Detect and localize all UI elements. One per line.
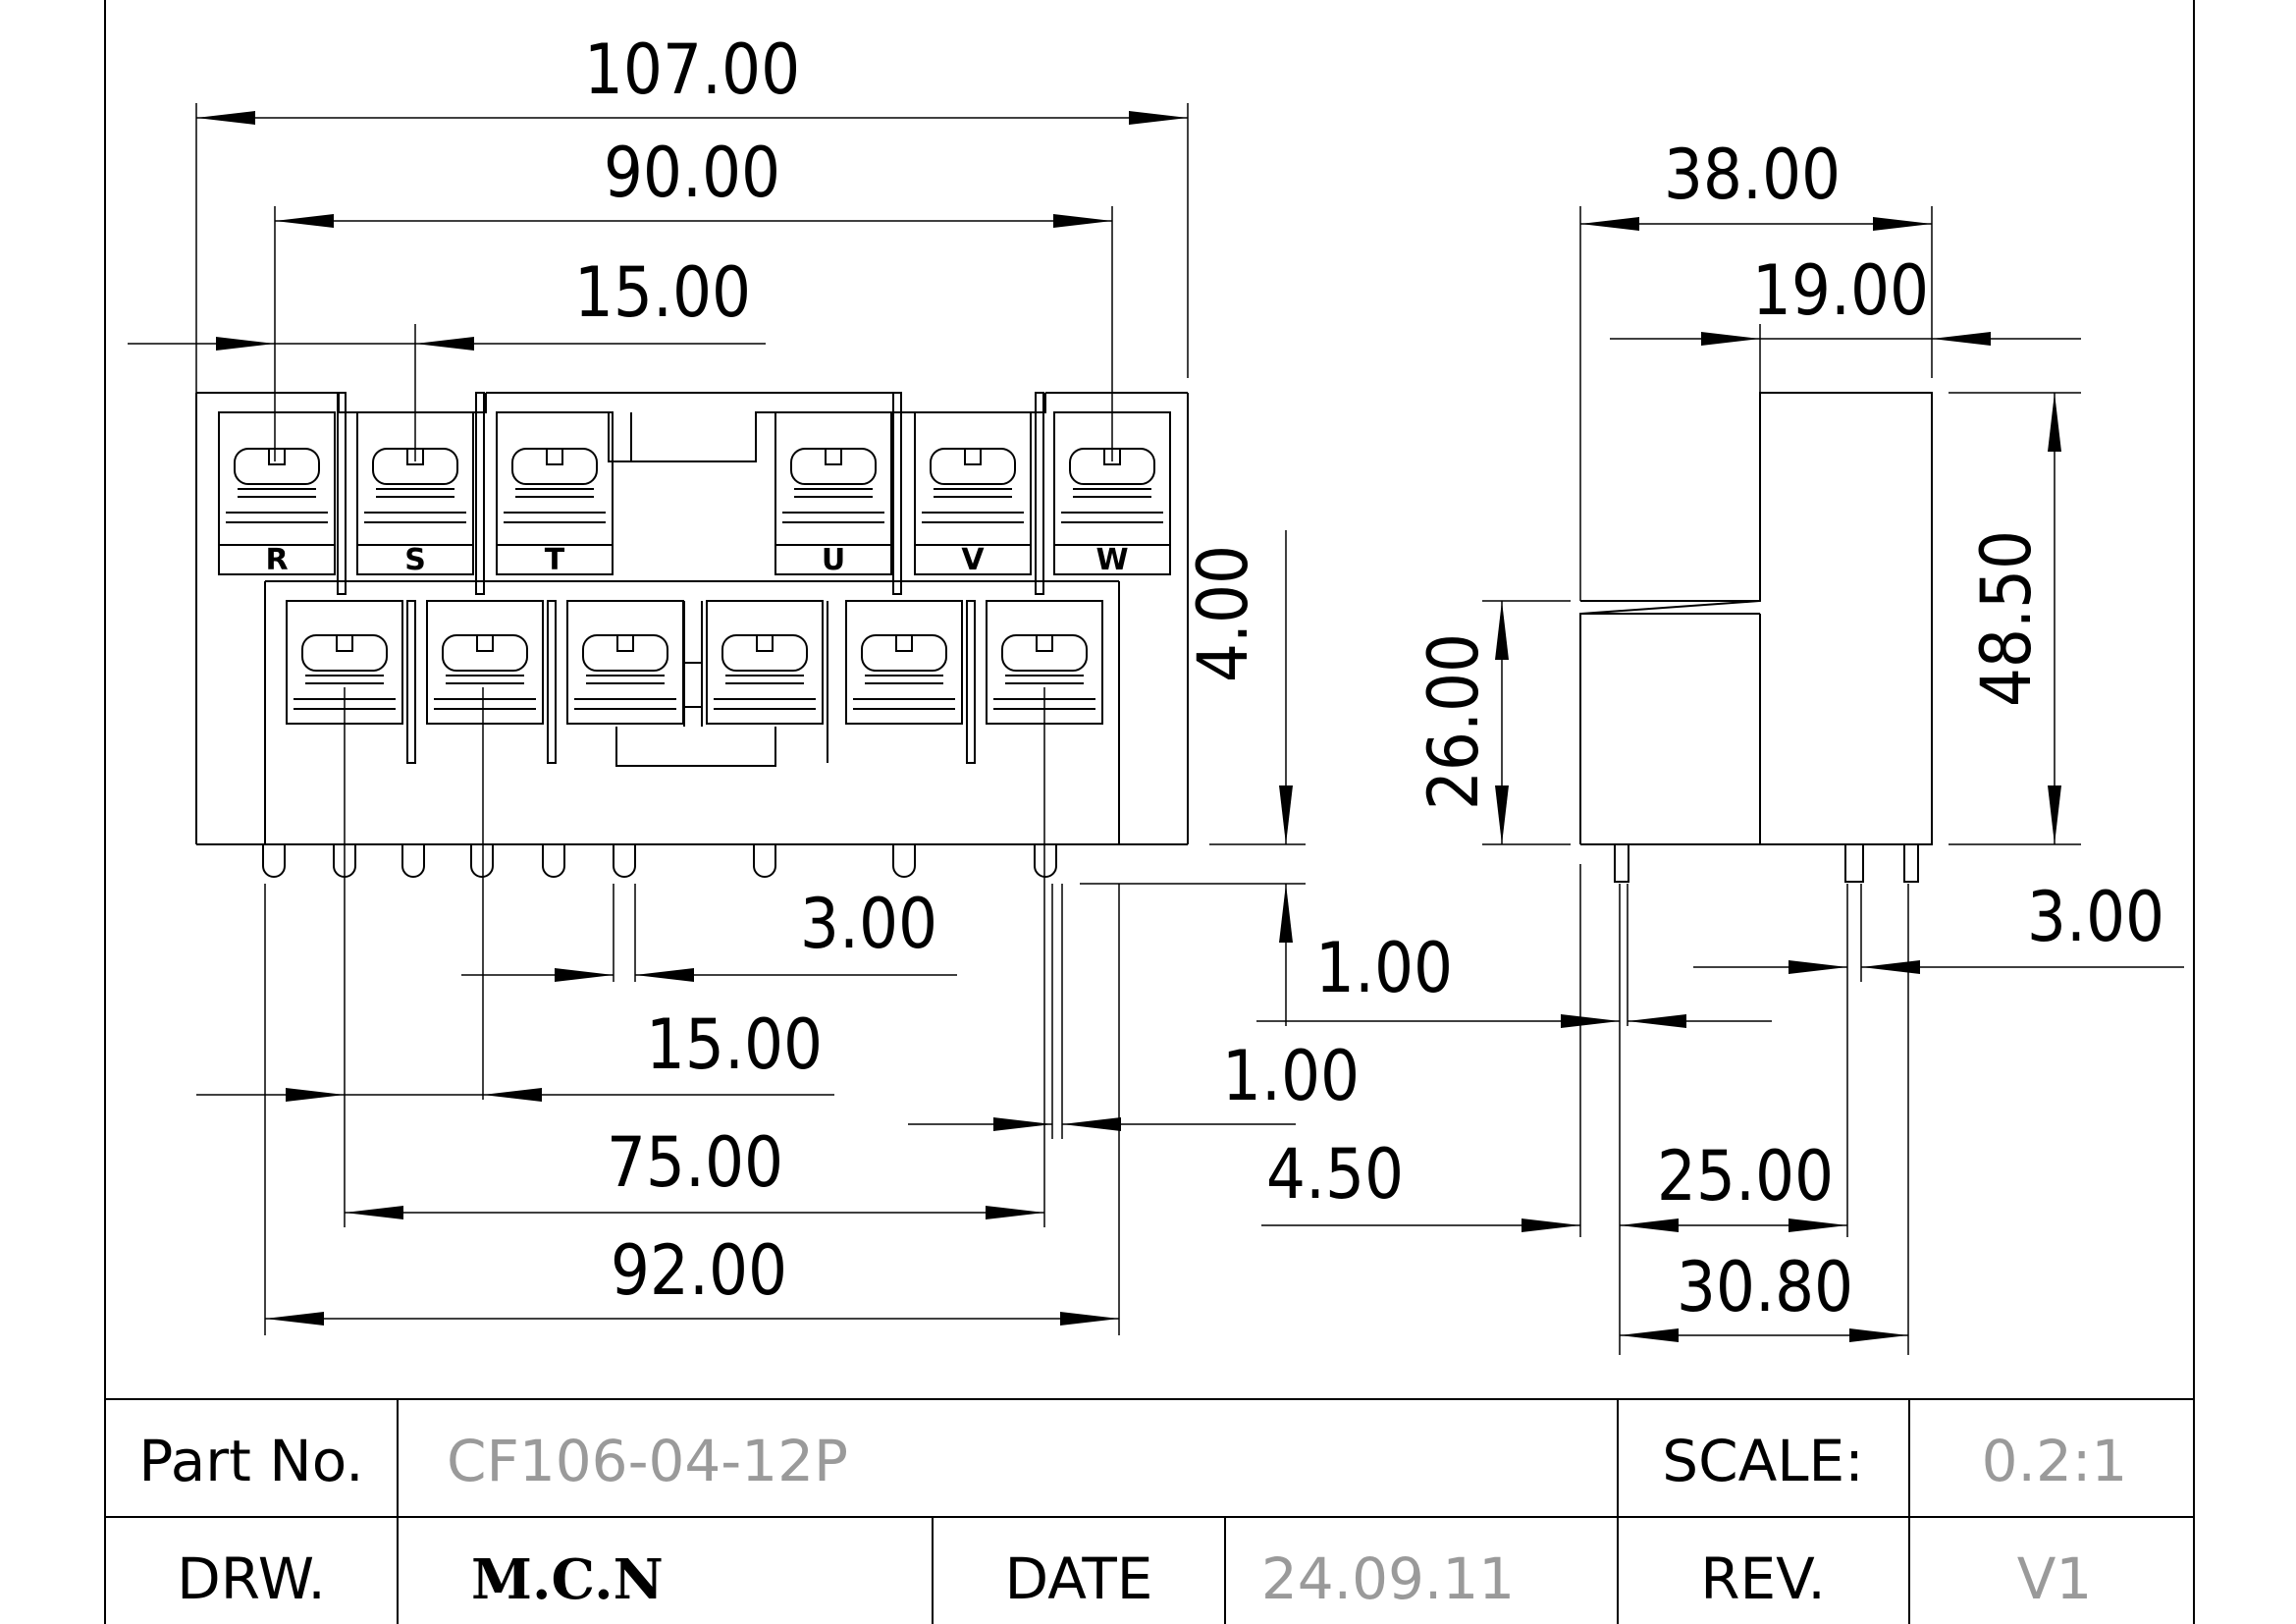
terminal-label-r: R	[265, 543, 288, 577]
terminal-label-u: U	[822, 543, 845, 577]
date-label: DATE	[1005, 1545, 1153, 1612]
drw-value: M.C.N	[471, 1547, 664, 1612]
dim-30-8: 30.80	[1677, 1247, 1853, 1327]
dim-92: 92.00	[611, 1230, 787, 1311]
date-value: 24.09.11	[1261, 1545, 1515, 1612]
dim-48-5: 48.50	[1966, 530, 2047, 707]
scale-value: 0.2:1	[1982, 1428, 2128, 1494]
dim-3-side: 3.00	[2027, 877, 2164, 957]
rev-value: V1	[2017, 1545, 2093, 1612]
lower-terminal-sockets	[286, 600, 1103, 767]
screw-icon-row-lower	[294, 634, 1095, 710]
scale-label: SCALE:	[1662, 1428, 1864, 1494]
front-extension-lines	[195, 103, 1306, 1335]
terminal-label-w: W	[1095, 543, 1128, 577]
pins	[262, 844, 1063, 1139]
part-no-label: Part No.	[138, 1428, 363, 1494]
terminal-label-t: T	[545, 543, 565, 577]
dim-1-front-a: 1.00	[1315, 928, 1453, 1008]
dim-26: 26.00	[1414, 633, 1494, 810]
dim-15-bottom: 15.00	[646, 1004, 823, 1085]
rev-label: REV.	[1700, 1545, 1826, 1612]
front-view: R S T U V W	[128, 29, 1453, 1335]
drawing-frame	[104, 0, 2195, 1624]
dim-107: 107.00	[584, 29, 800, 110]
screw-icon-row-upper	[226, 448, 1163, 523]
dim-4: 4.00	[1183, 545, 1263, 682]
dim-15-top: 15.00	[574, 252, 751, 333]
dim-3-front: 3.00	[800, 884, 937, 964]
part-no-value: CF106-04-12P	[447, 1428, 848, 1494]
terminal-label-v: V	[961, 543, 985, 577]
dim-25: 25.00	[1657, 1136, 1834, 1217]
upper-dividers	[337, 392, 1044, 595]
upper-terminal-sockets	[218, 411, 1171, 575]
title-block: Part No. CF106-04-12P SCALE: 0.2:1 DRW. …	[105, 1398, 2194, 1624]
dim-1-front-b: 1.00	[1222, 1036, 1360, 1116]
dim-38: 38.00	[1664, 135, 1841, 215]
side-view: 38.00 19.00 48.50 26.00 3.00 25.00 30.80	[1256, 135, 2184, 1355]
lower-dividers	[406, 600, 976, 764]
dim-75: 75.00	[607, 1122, 783, 1203]
dim-4-5: 4.50	[1266, 1134, 1404, 1215]
dim-19: 19.00	[1752, 250, 1929, 331]
terminal-labels: R S T U V W	[265, 543, 1128, 577]
front-dimension-lines	[128, 111, 1296, 1326]
drw-label: DRW.	[177, 1545, 326, 1612]
terminal-label-s: S	[404, 543, 426, 577]
front-dimension-texts: 107.00 90.00 15.00 4.00 3.00 1.00 15.00 …	[574, 29, 1453, 1311]
dim-90: 90.00	[604, 133, 780, 213]
